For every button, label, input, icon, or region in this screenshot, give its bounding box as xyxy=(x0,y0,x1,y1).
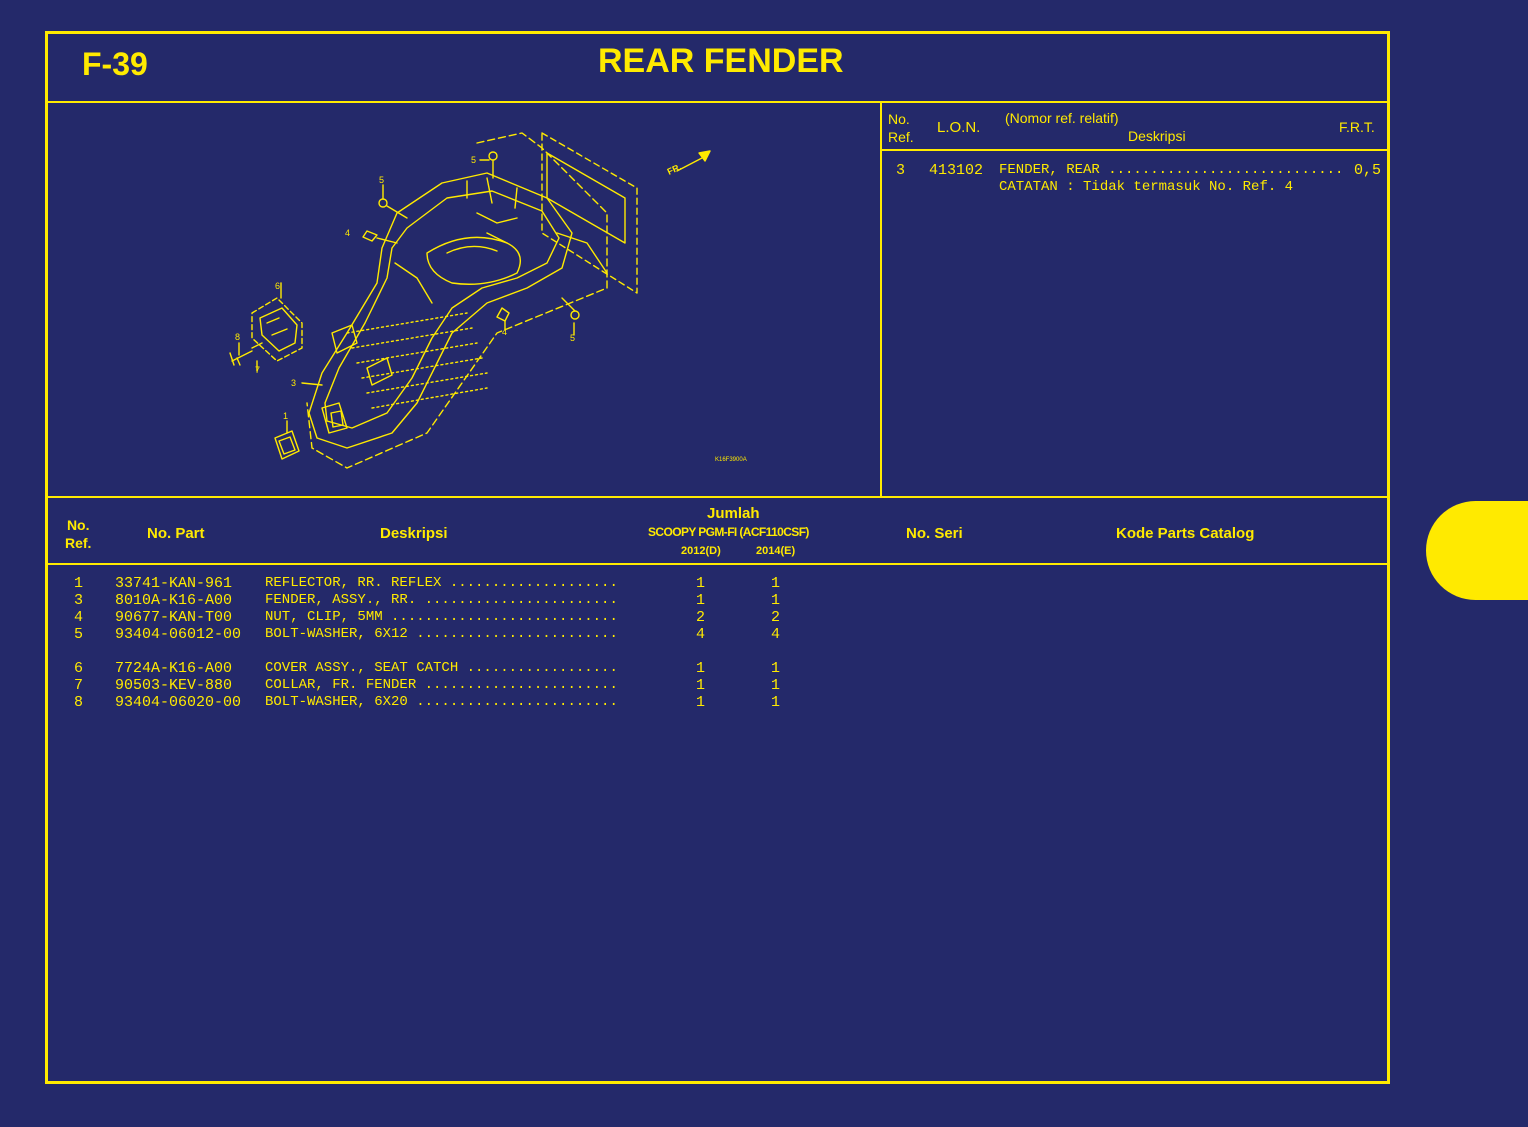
row-ref: 7 xyxy=(74,677,84,694)
parts-year2-header: 2014(E) xyxy=(756,545,796,557)
row-desc: REFLECTOR, RR. REFLEX ..................… xyxy=(265,575,618,591)
callout-6: 6 xyxy=(275,281,280,291)
header-divider xyxy=(45,101,1390,103)
fr-label: FR. xyxy=(666,162,683,177)
callout-5-right: 5 xyxy=(570,333,575,343)
page-title: REAR FENDER xyxy=(598,42,844,80)
row-q2: 1 xyxy=(771,660,781,677)
row-ref: 5 xyxy=(74,626,84,643)
row-q1: 4 xyxy=(696,626,706,643)
row-part: 7724A-K16-A00 xyxy=(115,660,233,677)
parts-no-part-header: No. Part xyxy=(147,525,205,542)
info-header-divider xyxy=(882,149,1390,151)
parts-no-ref-header: No. Ref. xyxy=(65,517,92,551)
callout-7: 7 xyxy=(255,365,260,375)
row-desc: COVER ASSY., SEAT CATCH ................… xyxy=(265,660,618,676)
row-q2: 1 xyxy=(771,575,781,592)
info-note: CATATAN : Tidak termasuk No. Ref. 4 xyxy=(999,179,1294,195)
row-part: 33741-KAN-961 xyxy=(115,575,233,592)
callout-3: 3 xyxy=(291,378,296,388)
callout-4-right: 4 xyxy=(502,327,507,337)
info-frt-header: F.R.T. xyxy=(1339,119,1375,135)
callout-4-left: 4 xyxy=(345,228,350,238)
table-row: 7 90503-KEV-880 COLLAR, FR. FENDER .....… xyxy=(60,677,820,694)
row-ref: 8 xyxy=(74,694,84,711)
page-frame xyxy=(45,31,1390,1084)
row-desc: COLLAR, FR. FENDER .....................… xyxy=(265,677,618,693)
row-part: 90677-KAN-T00 xyxy=(115,609,233,626)
parts-list-group-2: 6 7724A-K16-A00 COVER ASSY., SEAT CATCH … xyxy=(60,660,820,711)
table-row: 1 33741-KAN-961 REFLECTOR, RR. REFLEX ..… xyxy=(60,575,820,592)
row-q1: 2 xyxy=(696,609,706,626)
row-q2: 1 xyxy=(771,592,781,609)
info-ref: 3 xyxy=(896,162,906,179)
row-desc: FENDER, ASSY., RR. .....................… xyxy=(265,592,618,608)
row-q1: 1 xyxy=(696,575,706,592)
parts-year1-header: 2012(D) xyxy=(681,545,721,557)
exploded-diagram: 5 5 4 6 8 7 3 1 4 5 FR. K16F3900A xyxy=(229,132,747,469)
row-q2: 1 xyxy=(771,677,781,694)
row-part: 8010A-K16-A00 xyxy=(115,592,233,609)
row-q1: 1 xyxy=(696,660,706,677)
row-q2: 2 xyxy=(771,609,781,626)
row-ref: 1 xyxy=(74,575,84,592)
table-row: 5 93404-06012-00 BOLT-WASHER, 6X12 .....… xyxy=(60,626,820,643)
info-no-ref-header: No. Ref. xyxy=(888,111,914,145)
parts-deskripsi-header: Deskripsi xyxy=(380,525,448,542)
callout-5-top: 5 xyxy=(471,155,476,165)
row-part: 93404-06020-00 xyxy=(115,694,242,711)
table-row: 4 90677-KAN-T00 NUT, CLIP, 5MM .........… xyxy=(60,609,820,626)
info-frt: 0,5 xyxy=(1354,162,1382,179)
row-q1: 1 xyxy=(696,677,706,694)
row-part: 90503-KEV-880 xyxy=(115,677,233,694)
diagram-divider xyxy=(880,101,882,497)
row-desc: BOLT-WASHER, 6X12 ......................… xyxy=(265,626,618,642)
model-code: (ACF110CSF) xyxy=(739,525,809,539)
parts-no-seri-header: No. Seri xyxy=(906,525,963,542)
row-q1: 1 xyxy=(696,694,706,711)
row-ref: 6 xyxy=(74,660,84,677)
row-desc: NUT, CLIP, 5MM .........................… xyxy=(265,609,618,625)
row-q2: 4 xyxy=(771,626,781,643)
page-code: F-39 xyxy=(82,46,148,82)
row-ref: 3 xyxy=(74,592,84,609)
info-nomor-ref-header: (Nomor ref. relatif) xyxy=(1005,110,1119,126)
callout-5-left: 5 xyxy=(379,175,384,185)
callout-8: 8 xyxy=(235,332,240,342)
info-desc: FENDER, REAR ...........................… xyxy=(999,162,1344,178)
info-deskripsi-header: Deskripsi xyxy=(1128,128,1186,144)
parts-list-group-1: 1 33741-KAN-961 REFLECTOR, RR. REFLEX ..… xyxy=(60,575,820,643)
info-lon-header: L.O.N. xyxy=(937,119,981,136)
row-ref: 4 xyxy=(74,609,84,626)
model-name: SCOOPY PGM-FI xyxy=(648,525,737,539)
diagram-code: K16F3900A xyxy=(715,457,747,463)
callout-1: 1 xyxy=(283,411,288,421)
row-part: 93404-06012-00 xyxy=(115,626,242,643)
row-q1: 1 xyxy=(696,592,706,609)
parts-model-header: SCOOPY PGM-FI (ACF110CSF) xyxy=(648,525,809,539)
table-row: 8 93404-06020-00 BOLT-WASHER, 6X20 .....… xyxy=(60,694,820,711)
diagram-bottom-divider xyxy=(45,496,1390,498)
info-lon: 413102 xyxy=(929,162,984,179)
parts-header-divider xyxy=(45,563,1390,565)
table-row: 3 8010A-K16-A00 FENDER, ASSY., RR. .....… xyxy=(60,592,820,609)
table-row: 6 7724A-K16-A00 COVER ASSY., SEAT CATCH … xyxy=(60,660,820,677)
row-desc: BOLT-WASHER, 6X20 ......................… xyxy=(265,694,618,710)
parts-kode-header: Kode Parts Catalog xyxy=(1116,525,1255,542)
parts-jumlah-header: Jumlah xyxy=(707,505,760,522)
row-q2: 1 xyxy=(771,694,781,711)
side-tab-button[interactable] xyxy=(1426,501,1528,600)
